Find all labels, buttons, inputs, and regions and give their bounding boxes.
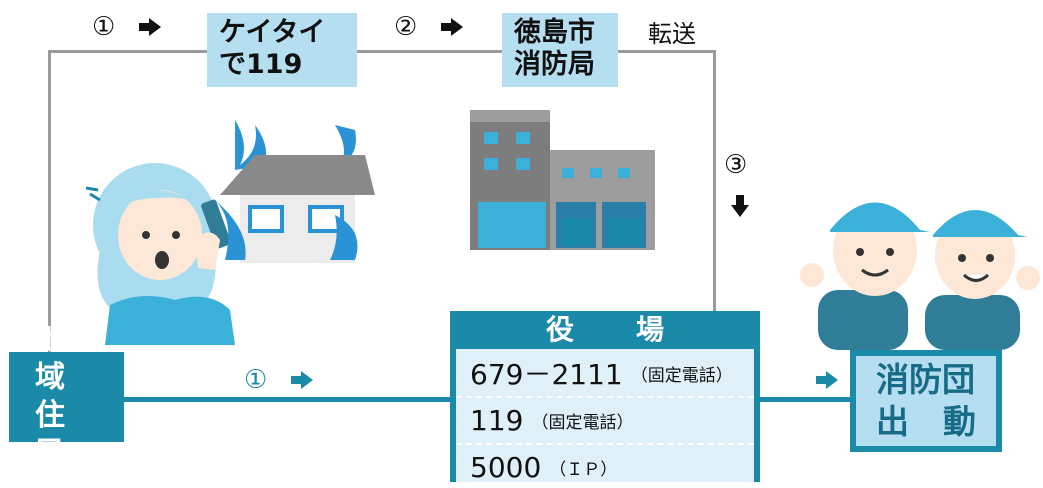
local-residents-box: 地域 住民 [9, 322, 124, 471]
phone-row: 679－2111 （固定電話） [456, 352, 754, 394]
divider [456, 396, 754, 398]
dispatch-label: 消防団 出動 [856, 356, 996, 446]
transfer-label: 転送 [648, 20, 696, 48]
right-arrow-icon [139, 18, 162, 36]
woman-phone-illustration [85, 163, 235, 345]
step-2-number: ② [394, 12, 418, 42]
down-arrow-icon [731, 195, 749, 217]
left-connector-line [48, 50, 51, 352]
residents-line2: 住民 [35, 398, 91, 471]
burning-house-illustration [215, 120, 375, 263]
town-office-numbers: 679－2111 （固定電話） 119 （固定電話） 5000 （ＩＰ） [456, 349, 754, 484]
right-arrow-icon [816, 371, 838, 389]
divider [456, 443, 754, 445]
phone-number: 679－2111 [470, 358, 623, 391]
step-3-number: ③ [724, 150, 748, 180]
step-1-number: ① [92, 12, 116, 42]
phone-row: 5000 （ＩＰ） [456, 446, 754, 488]
right-connector-line [713, 50, 716, 312]
top-connector-line [48, 50, 716, 53]
step-3: ③ [724, 150, 747, 180]
town-office-box: 役場 679－2111 （固定電話） 119 （固定電話） 5000 （ＩＰ） [450, 311, 760, 484]
step-1-bottom: ① [244, 365, 314, 395]
fire-line2: 消防局 [514, 49, 595, 80]
phone-number: 119 [470, 403, 524, 437]
fire-line1: 徳島市 [514, 17, 595, 48]
right-arrow-icon [441, 18, 464, 36]
phone-note: （固定電話） [630, 365, 733, 386]
firefighters-illustration [800, 202, 1040, 350]
dispatch-line1: 消防団 [876, 360, 975, 399]
mobile-line1: ケイタイ [219, 17, 326, 48]
right-arrow-icon [291, 371, 314, 389]
mobile-119-box: ケイタイ で119 [207, 13, 357, 87]
phone-number: 5000 [470, 450, 542, 484]
fire-brigade-dispatch-box: 消防団 出動 [850, 350, 1002, 452]
residents-line1: 地域 [35, 322, 91, 395]
phone-note: （固定電話） [531, 412, 634, 433]
step-2: ② [394, 12, 464, 42]
step-1-bottom-number: ① [244, 365, 268, 395]
phone-row: 119 （固定電話） [456, 399, 754, 441]
step-1-top: ① [92, 12, 162, 42]
phone-note: （ＩＰ） [549, 459, 618, 480]
town-office-title: 役場 [545, 313, 726, 346]
fire-department-box: 徳島市 消防局 [502, 13, 618, 87]
fire-station-illustration [470, 110, 655, 250]
dispatch-line2: 出動 [876, 402, 976, 441]
mobile-line2: で119 [219, 49, 303, 80]
